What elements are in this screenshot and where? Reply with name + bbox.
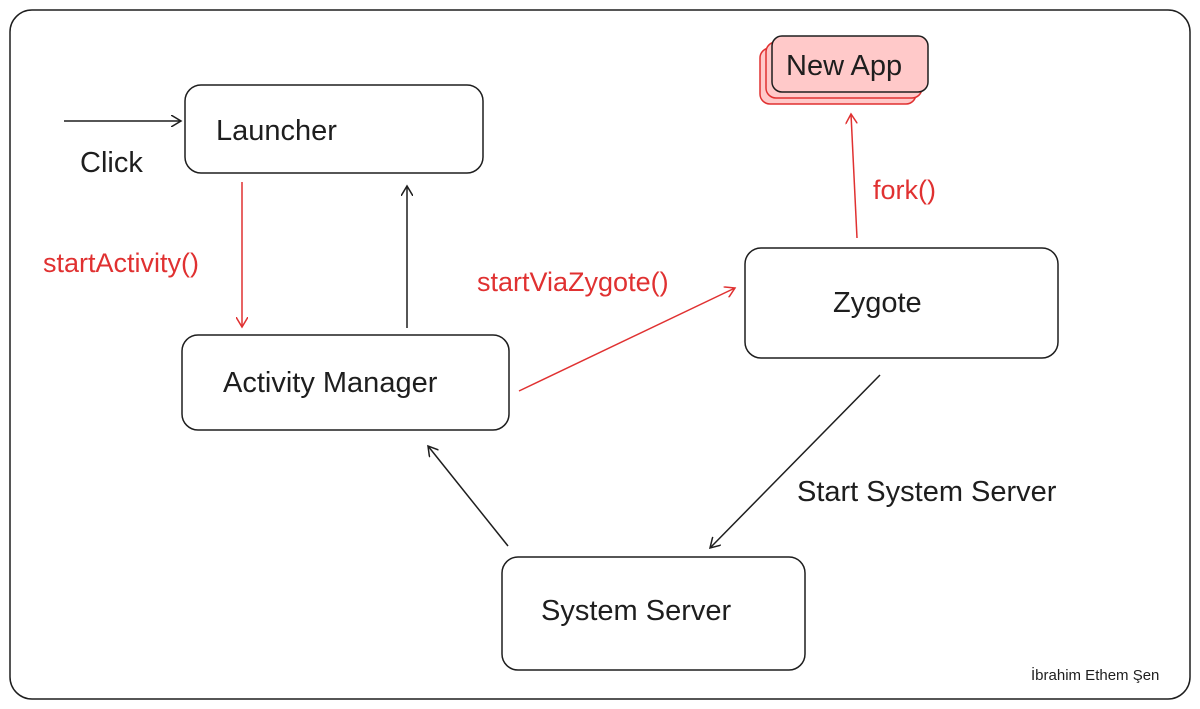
frame-border	[9, 9, 1191, 700]
new-app-box	[771, 35, 929, 93]
launcher-box	[184, 84, 484, 174]
system-server-to-activity-manager-arrow	[428, 446, 509, 547]
start-activity-label: startActivity()	[43, 248, 199, 278]
author-credit: İbrahim Ethem Şen	[1031, 666, 1159, 684]
launcher-label: Launcher	[216, 115, 337, 147]
zygote-node: Zygote	[744, 247, 1059, 359]
activity-manager-label: Activity Manager	[223, 367, 438, 399]
system-server-box	[501, 556, 806, 671]
activity-manager-node: Activity Manager	[181, 334, 510, 431]
fork-arrow	[851, 114, 858, 239]
new-app-node: New App	[759, 35, 929, 105]
new-app-label: New App	[786, 50, 902, 82]
system-server-label: System Server	[541, 595, 731, 627]
start-via-zygote-label: startViaZygote()	[477, 267, 669, 297]
launcher-node: Launcher	[184, 84, 484, 174]
activity-manager-box	[181, 334, 510, 431]
system-server-node: System Server	[501, 556, 806, 671]
start-via-zygote-arrow	[518, 288, 735, 392]
start-system-server-label: Start System Server	[797, 476, 1057, 508]
fork-label: fork()	[873, 175, 936, 205]
zygote-label: Zygote	[833, 287, 922, 319]
click-label: Click	[80, 147, 143, 179]
zygote-box	[744, 247, 1059, 359]
start-system-server-arrow	[710, 374, 881, 548]
